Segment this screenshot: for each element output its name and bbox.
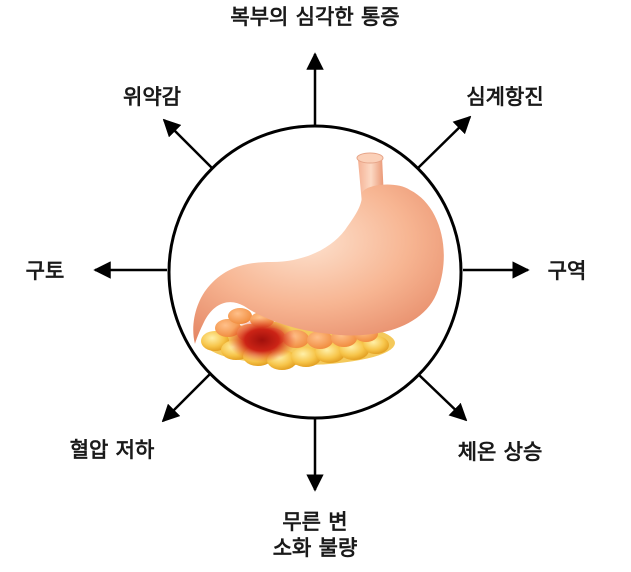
symptom-label-top-right: 심계항진	[466, 85, 544, 109]
arrow-down-right	[417, 373, 468, 422]
inflamed-area	[228, 318, 296, 362]
stomach-illustration	[193, 152, 444, 344]
arrow-up-left	[162, 118, 213, 169]
symptom-label-bottom: 무른 변 소화 불량	[273, 509, 358, 562]
symptom-label-right: 구역	[547, 259, 587, 283]
symptom-label-bottom-left: 혈압 저하	[69, 438, 155, 462]
arrow-group	[93, 52, 530, 492]
arrow-up-right	[417, 115, 472, 169]
symptom-label-top-left: 위약감	[123, 85, 181, 109]
symptom-label-bottom-line2: 소화 불량	[272, 536, 358, 561]
arrow-down-left	[161, 373, 211, 423]
symptom-label-bottom-right: 체온 상승	[457, 440, 543, 464]
symptom-label-left: 구토	[25, 259, 65, 283]
symptom-label-bottom-line1: 무른 변	[282, 510, 348, 534]
symptom-label-top: 복부의 심각한 통증	[230, 5, 400, 29]
